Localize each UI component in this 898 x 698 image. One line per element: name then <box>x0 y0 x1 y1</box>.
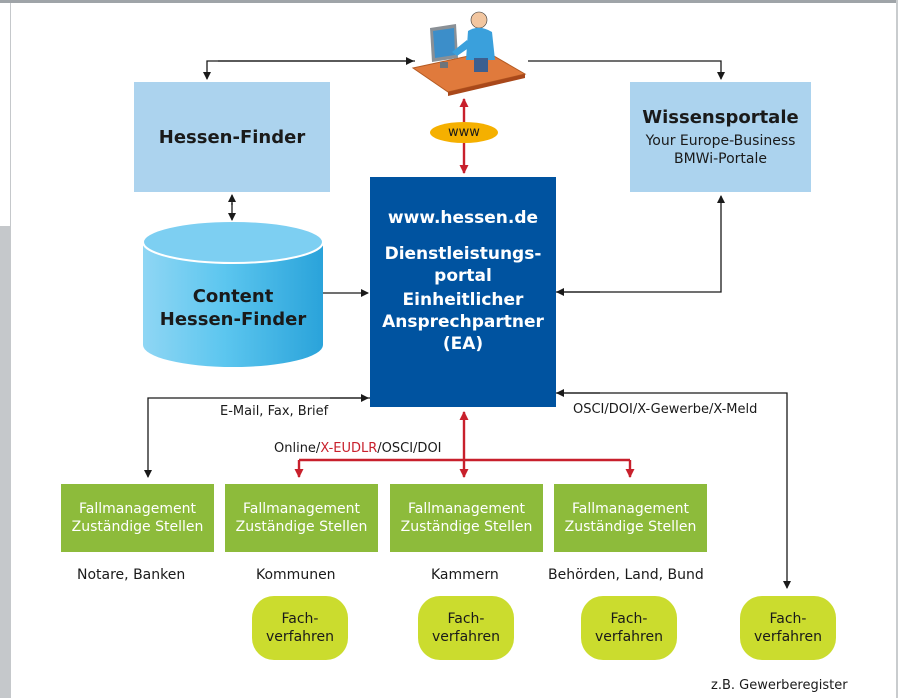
fachverfahren-pill-kommunen: Fach-verfahren <box>252 596 348 660</box>
fallmanagement-box-kammern: Fallmanagement Zuständige Stellen <box>390 484 543 552</box>
caption-notare-banken: Notare, Banken <box>77 567 186 583</box>
fallmanagement-line2: Zuständige Stellen <box>235 519 368 535</box>
portal-url: www.hessen.de <box>387 208 539 228</box>
label-osci-right: OSCI/DOI/X-Gewerbe/X-Meld <box>573 402 758 417</box>
content-database-label: Content Hessen-Finder <box>143 285 323 331</box>
fallmanagement-line2: Zuständige Stellen <box>400 519 533 535</box>
www-badge: www <box>430 122 498 143</box>
arrow-portal-to-gewerberegister <box>556 392 791 589</box>
fallmanagement-box-kommunen: Fallmanagement Zuständige Stellen <box>225 484 378 552</box>
fallmanagement-line2: Zuständige Stellen <box>71 519 204 535</box>
fachverfahren-line1: Fach- <box>281 611 319 627</box>
fachverfahren-line2: verfahren <box>595 629 663 645</box>
arrow-user-to-wissensportale <box>528 60 725 80</box>
wissensportale-box: Wissensportale Your Europe-Business BMWi… <box>630 82 811 192</box>
arrow-user-to-hessen-finder <box>203 60 415 80</box>
label-email-fax-brief: E-Mail, Fax, Brief <box>220 404 329 419</box>
portal-line4: Einheitlicher <box>402 290 524 310</box>
fachverfahren-pill-behoerden: Fach-verfahren <box>581 596 677 660</box>
footnote-gewerberegister: z.B. Gewerberegister <box>711 678 848 693</box>
fachverfahren-line1: Fach- <box>447 611 485 627</box>
fallmanagement-box-notare: Fallmanagement Zuständige Stellen <box>61 484 214 552</box>
fallmanagement-line1: Fallmanagement <box>243 501 360 517</box>
www-label: www <box>448 125 480 140</box>
hessen-finder-box: Hessen-Finder <box>134 82 330 192</box>
fallmanagement-line2: Zuständige Stellen <box>564 519 697 535</box>
dienstleistungsportal-box: www.hessen.de Dienstleistungs- portal Ei… <box>370 177 556 407</box>
label-online-suffix: /OSCI/DOI <box>377 441 442 456</box>
hessen-finder-title: Hessen-Finder <box>158 126 306 148</box>
person-at-computer-icon <box>411 11 527 96</box>
arrow-portal-to-wissensportale <box>556 195 725 293</box>
content-line1: Content <box>192 286 274 307</box>
frame-left-bar <box>0 226 11 698</box>
label-online-protocols: Online/X-EUDLR/OSCI/DOI <box>274 441 442 456</box>
portal-line6: (EA) <box>442 334 484 354</box>
caption-behoerden-land-bund: Behörden, Land, Bund <box>548 567 704 583</box>
fachverfahren-pill-kammern: Fach-verfahren <box>418 596 514 660</box>
frame-right-border <box>896 0 898 698</box>
label-x-eudlr: X-EUDLR <box>320 441 378 456</box>
fachverfahren-line2: verfahren <box>754 629 822 645</box>
portal-line2: Dienstleistungs- <box>384 244 542 264</box>
frame-top-border <box>0 0 898 3</box>
wissensportale-line1: Your Europe-Business <box>645 132 796 149</box>
fachverfahren-line2: verfahren <box>266 629 334 645</box>
label-online-prefix: Online/ <box>274 441 321 456</box>
caption-kammern: Kammern <box>431 567 499 583</box>
frame-left-line <box>10 3 11 226</box>
fallmanagement-line1: Fallmanagement <box>79 501 196 517</box>
fachverfahren-line1: Fach- <box>769 611 807 627</box>
caption-kommunen: Kommunen <box>256 567 336 583</box>
fachverfahren-line2: verfahren <box>432 629 500 645</box>
fallmanagement-line1: Fallmanagement <box>408 501 525 517</box>
fallmanagement-line1: Fallmanagement <box>572 501 689 517</box>
fallmanagement-box-behoerden: Fallmanagement Zuständige Stellen <box>554 484 707 552</box>
fachverfahren-line1: Fach- <box>610 611 648 627</box>
fachverfahren-pill-gewerberegister: Fach-verfahren <box>740 596 836 660</box>
portal-line5: Ansprechpartner <box>382 312 544 332</box>
wissensportale-title: Wissensportale <box>642 106 799 128</box>
arrow-portal-to-notare <box>144 397 370 478</box>
portal-line3: portal <box>434 266 492 286</box>
content-database-cylinder <box>142 220 324 367</box>
wissensportale-line2: BMWi-Portale <box>674 150 767 167</box>
content-line2: Hessen-Finder <box>159 309 307 330</box>
